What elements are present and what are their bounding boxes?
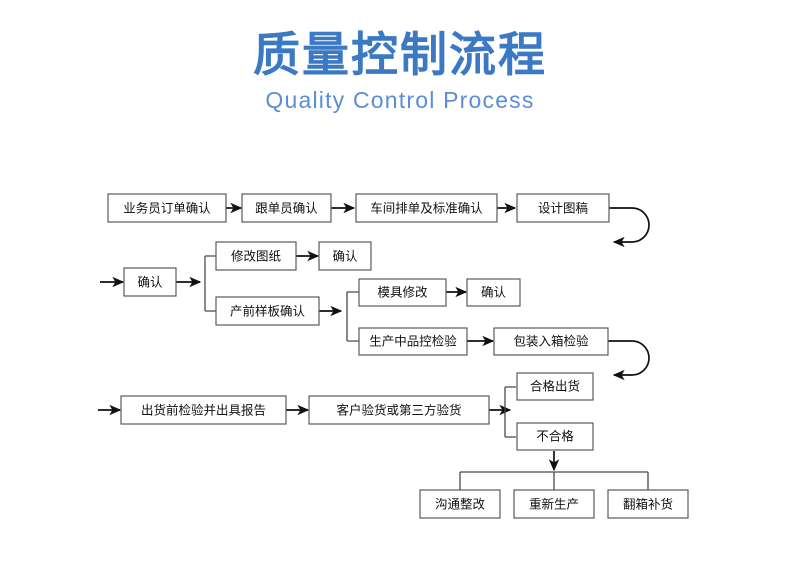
page-title: 质量控制流程	[253, 28, 547, 83]
node-label: 沟通整改	[435, 497, 486, 512]
node-workshop-schedule-standard-confirm[interactable]: 车间排单及标准确认	[355, 193, 498, 223]
node-label: 修改图纸	[231, 249, 282, 264]
node-packing-carton-inspection[interactable]: 包装入箱检验	[493, 327, 609, 356]
node-label: 业务员订单确认	[123, 201, 211, 216]
node-label: 产前样板确认	[230, 304, 306, 319]
node-label: 翻箱补货	[623, 497, 673, 512]
node-confirm-mold[interactable]: 确认	[466, 278, 521, 307]
node-business-order-confirm[interactable]: 业务员订单确认	[107, 193, 227, 223]
node-label: 包装入箱检验	[513, 334, 589, 349]
node-preshipment-inspection-report[interactable]: 出货前检验并出具报告	[120, 395, 287, 425]
node-customer-or-third-party-inspection[interactable]: 客户验货或第三方验货	[308, 395, 490, 425]
connector-split-n6-n8	[204, 255, 216, 312]
node-label: 跟单员确认	[255, 201, 318, 216]
node-label: 合格出货	[530, 379, 580, 394]
node-repack-replenish[interactable]: 翻箱补货	[607, 489, 689, 519]
node-label: 设计图稿	[538, 201, 588, 216]
connector-fanout-remediation	[459, 471, 649, 490]
node-label: 模具修改	[377, 285, 428, 300]
node-qualified-shipment[interactable]: 合格出货	[516, 372, 594, 401]
node-label: 确认	[481, 285, 507, 300]
page-subtitle: Quality Control Process	[265, 87, 535, 114]
node-label: 生产中品控检验	[369, 334, 457, 349]
page-header: 质量控制流程 Quality Control Process	[0, 28, 800, 114]
connector-split-n9-n11	[346, 291, 359, 342]
node-label: 车间排单及标准确认	[370, 201, 483, 216]
node-confirm-design[interactable]: 确认	[123, 267, 177, 297]
node-label: 确认	[332, 249, 358, 264]
node-label: 确认	[137, 275, 163, 290]
node-confirm-drawing[interactable]: 确认	[318, 241, 372, 271]
node-reproduce[interactable]: 重新生产	[513, 489, 595, 519]
node-mold-revision[interactable]: 模具修改	[358, 278, 447, 307]
node-label: 不合格	[536, 429, 574, 444]
node-label: 出货前检验并出具报告	[141, 403, 266, 418]
node-label: 重新生产	[529, 497, 579, 512]
node-communicate-rectify[interactable]: 沟通整改	[419, 489, 501, 519]
node-in-process-quality-inspection[interactable]: 生产中品控检验	[358, 327, 468, 356]
node-revise-drawing[interactable]: 修改图纸	[215, 241, 297, 271]
node-label: 客户验货或第三方验货	[336, 403, 461, 418]
connector-row2-to-row3-loop	[608, 340, 650, 381]
connector-row1-to-row2-loop	[609, 207, 650, 248]
node-preproduction-sample-confirm[interactable]: 产前样板确认	[215, 296, 320, 326]
node-merchandiser-confirm[interactable]: 跟单员确认	[241, 193, 332, 223]
node-not-qualified[interactable]: 不合格	[516, 422, 594, 451]
node-design-draft[interactable]: 设计图稿	[516, 193, 610, 223]
connector-split-n15-n16	[504, 386, 516, 438]
